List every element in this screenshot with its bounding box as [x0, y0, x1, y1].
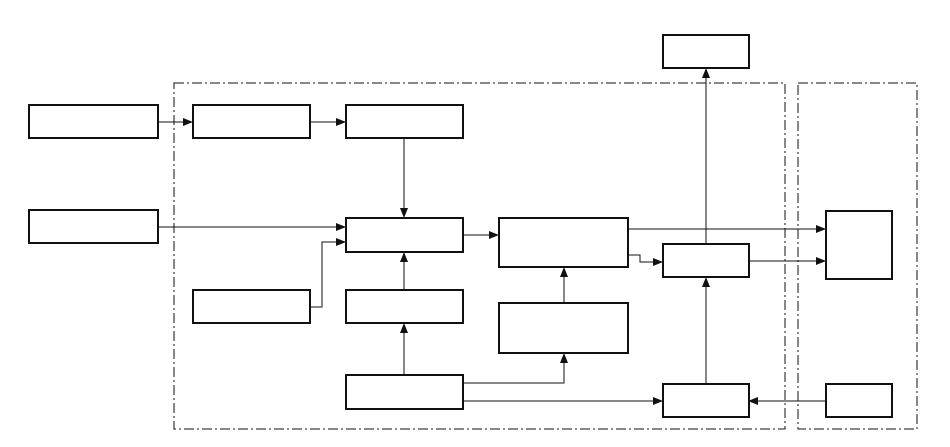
main-region-boundary	[173, 82, 786, 430]
input-b-box	[28, 209, 159, 244]
stage-a2-box	[345, 104, 464, 139]
side-input-box	[192, 289, 311, 324]
top-output-box	[662, 34, 750, 69]
edge-side-input-to-combiner	[310, 238, 346, 308]
lower-hub-box	[662, 383, 750, 418]
input-a-box	[28, 104, 159, 139]
right-source-box	[825, 383, 893, 418]
bottom-source-box	[345, 374, 464, 410]
right-target-box	[825, 210, 893, 280]
mid-support-box	[345, 289, 464, 324]
stage-a1-box	[192, 104, 311, 139]
combiner-box	[345, 217, 464, 253]
hub-box	[662, 243, 750, 278]
connectors	[158, 68, 826, 405]
processor-box	[498, 217, 629, 268]
blocks	[28, 34, 893, 418]
processor-support-box	[498, 302, 629, 354]
edge-bottom-source-to-processor-support	[463, 353, 568, 384]
edge-processor-to-hub	[628, 254, 663, 266]
right-region-boundary	[797, 82, 918, 430]
